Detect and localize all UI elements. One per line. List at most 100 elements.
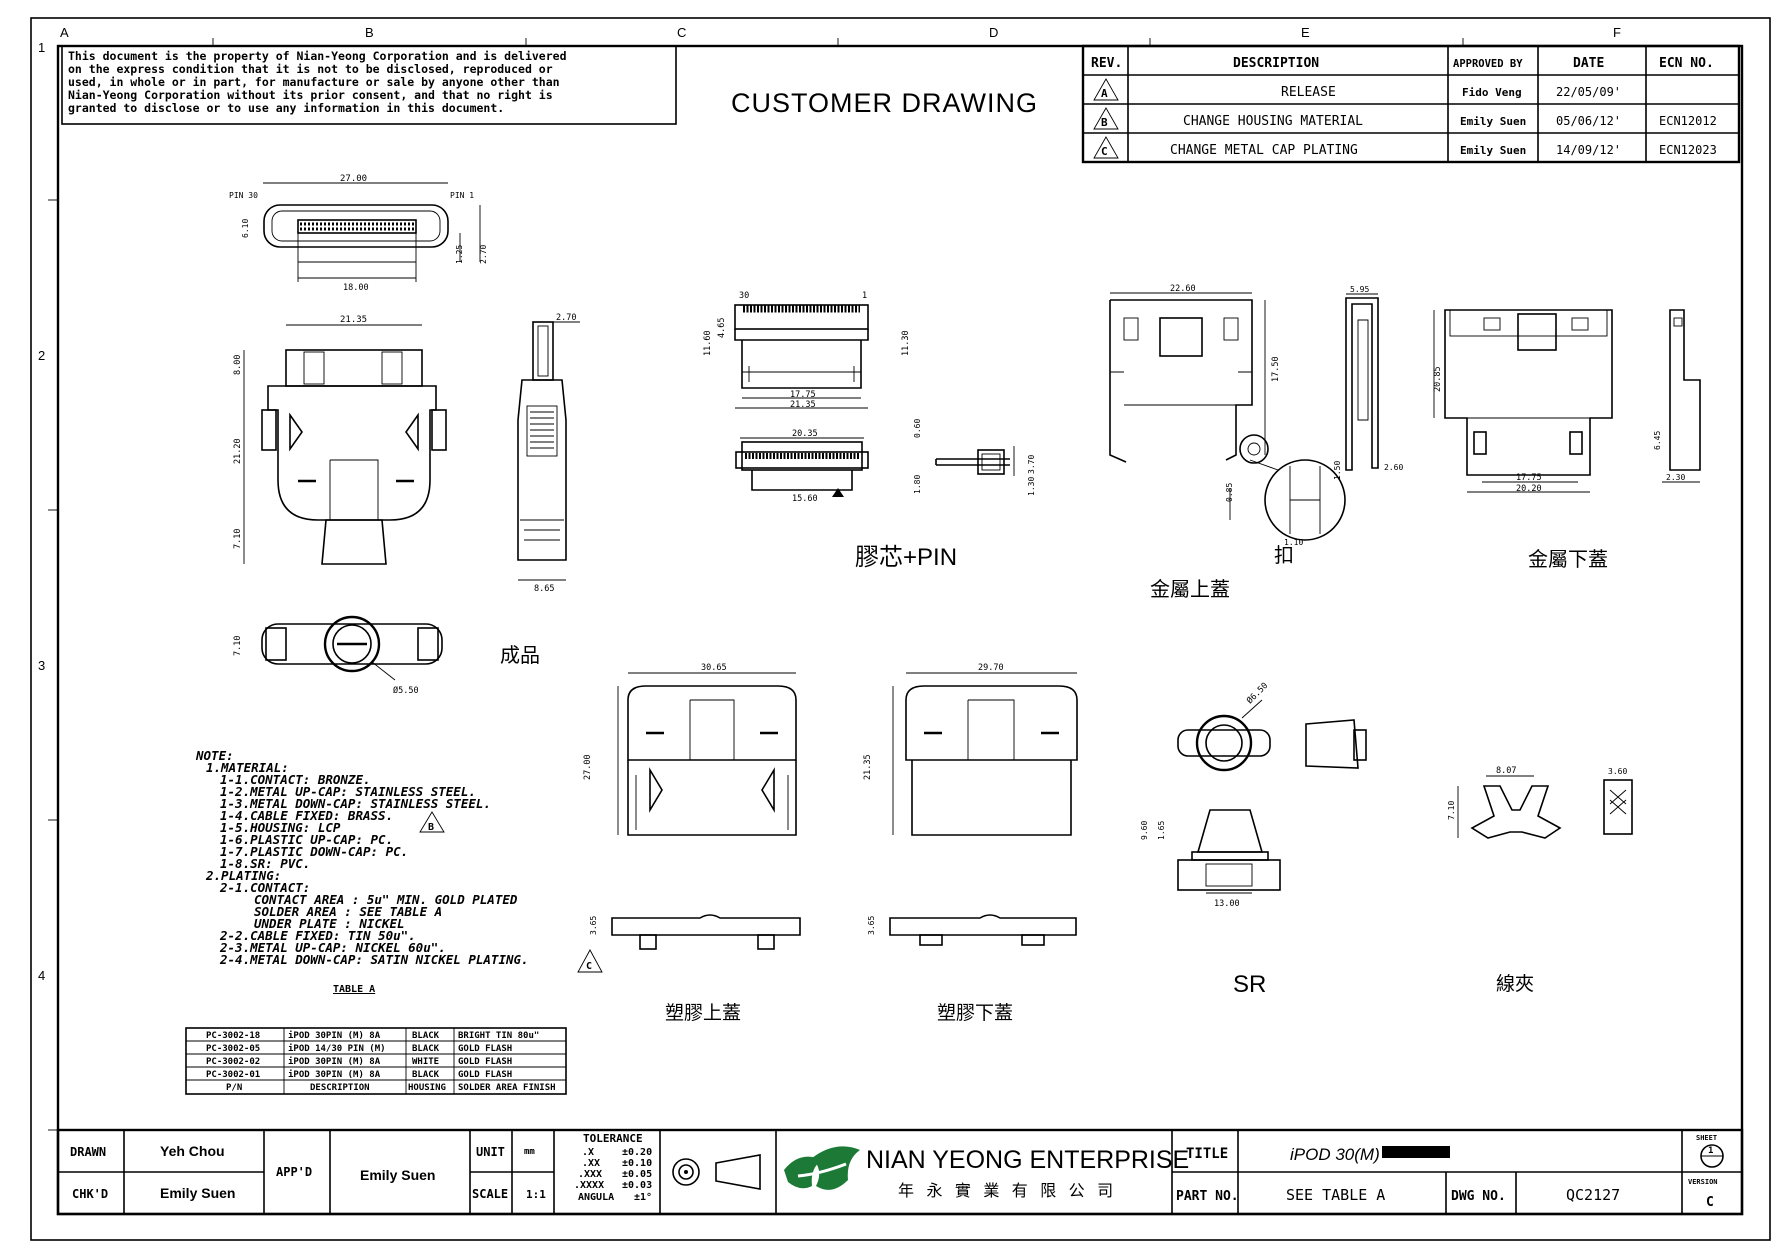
label-cable-fix: 扣 xyxy=(1274,544,1294,567)
svg-text:1.10: 1.10 xyxy=(1284,538,1303,547)
svg-text:ANGULA: ANGULA xyxy=(578,1192,614,1203)
svg-text:3.65: 3.65 xyxy=(589,916,598,935)
table-a: TABLE A PC-3002-18 iPOD 30PIN (M) 8A BLA… xyxy=(185,984,567,1095)
svg-text:3.70: 3.70 xyxy=(1027,455,1036,474)
strain-relief-view: Ø6.50 13.00 9.60 1.65 SR xyxy=(1140,680,1367,998)
svg-text:17.75: 17.75 xyxy=(790,390,816,400)
zone-letter: E xyxy=(1301,25,1310,40)
svg-text:2.70: 2.70 xyxy=(556,313,576,323)
svg-text:SOLDER AREA FINISH: SOLDER AREA FINISH xyxy=(458,1083,556,1093)
material-notes: NOTE: 1.MATERIAL: 1-1.CONTACT: BRONZE. 1… xyxy=(195,748,603,973)
notice-line: Nian-Yeong Corporation without its prior… xyxy=(68,88,553,102)
svg-text:1-6.PLASTIC UP-CAP: PC.: 1-6.PLASTIC UP-CAP: PC. xyxy=(220,832,393,847)
svg-text:BRIGHT TIN 80u": BRIGHT TIN 80u" xyxy=(458,1031,539,1041)
svg-text:15.60: 15.60 xyxy=(792,494,818,504)
rev-description: CHANGE METAL CAP PLATING xyxy=(1170,143,1358,158)
outer-border xyxy=(30,17,1771,1241)
zone-number: 2 xyxy=(38,348,45,363)
svg-text:PC-3002-01: PC-3002-01 xyxy=(206,1070,260,1080)
svg-text:5.95: 5.95 xyxy=(1350,285,1369,294)
svg-text:±0.03: ±0.03 xyxy=(622,1180,652,1191)
svg-text:2-3.METAL UP-CAP: NICKEL 60u".: 2-3.METAL UP-CAP: NICKEL 60u". xyxy=(219,940,446,955)
svg-text:21.35: 21.35 xyxy=(790,400,816,410)
rev-triangle-icon xyxy=(1093,136,1119,159)
svg-text:1-1.CONTACT: BRONZE.: 1-1.CONTACT: BRONZE. xyxy=(220,772,371,787)
svg-text:30: 30 xyxy=(739,291,749,301)
zone-letter: D xyxy=(989,25,998,40)
svg-text:1: 1 xyxy=(862,291,867,301)
svg-text:7.10: 7.10 xyxy=(233,529,243,549)
connector-front-view: 21.35 8.00 21.20 7.10 xyxy=(233,315,447,565)
svg-text:1:1: 1:1 xyxy=(526,1188,546,1201)
company-name: NIAN YEONG ENTERPRISE xyxy=(866,1146,1189,1174)
svg-text:BLACK: BLACK xyxy=(412,1031,440,1041)
svg-text:Emily Suen: Emily Suen xyxy=(360,1167,435,1183)
svg-text:6.10: 6.10 xyxy=(241,219,250,238)
svg-text:WHITE: WHITE xyxy=(412,1057,439,1067)
svg-text:8.07: 8.07 xyxy=(1496,766,1516,776)
zone-number: 4 xyxy=(38,968,45,983)
notice-line: on the express condition that it is not … xyxy=(68,62,553,76)
svg-text:iPOD 30PIN (M) 8A: iPOD 30PIN (M) 8A xyxy=(288,1056,381,1067)
svg-text:1: 1 xyxy=(1708,1146,1713,1156)
svg-text:20.35: 20.35 xyxy=(792,429,818,439)
svg-text:21.20: 21.20 xyxy=(233,438,243,464)
svg-text:30.65: 30.65 xyxy=(701,663,727,673)
svg-text:PC-3002-02: PC-3002-02 xyxy=(206,1057,260,1067)
svg-text:8.00: 8.00 xyxy=(233,355,243,375)
title-block: DRAWN Yeh Chou CHK'D Emily Suen APP'D Em… xyxy=(56,1128,1744,1216)
svg-text:2-2.CABLE FIXED: TIN 50u".: 2-2.CABLE FIXED: TIN 50u". xyxy=(219,928,416,943)
zone-number: 1 xyxy=(38,40,45,55)
svg-text:iPOD 14/30 PIN (M): iPOD 14/30 PIN (M) xyxy=(288,1043,386,1054)
svg-text:2-1.CONTACT:: 2-1.CONTACT: xyxy=(219,880,310,895)
svg-text:.XXXX: .XXXX xyxy=(574,1180,604,1191)
notice-line: This document is the property of Nian-Ye… xyxy=(68,49,567,63)
svg-text:C: C xyxy=(586,961,592,972)
svg-text:1-4.CABLE FIXED: BRASS.: 1-4.CABLE FIXED: BRASS. xyxy=(220,808,393,823)
rev-triangle-icon xyxy=(1093,107,1119,130)
svg-text:DESCRIPTION: DESCRIPTION xyxy=(310,1083,370,1093)
connector-side-view: 2.70 8.65 xyxy=(517,313,580,594)
zone-number: 3 xyxy=(38,658,45,673)
svg-text:HOUSING: HOUSING xyxy=(408,1083,446,1093)
svg-text:UNDER PLATE : NICKEL: UNDER PLATE : NICKEL xyxy=(254,916,405,931)
svg-text:GOLD FLASH: GOLD FLASH xyxy=(458,1070,512,1080)
rev-ecn: ECN12012 xyxy=(1659,114,1717,128)
svg-text:CONTACT AREA : 5u" MIN. GOLD P: CONTACT AREA : 5u" MIN. GOLD PLATED xyxy=(254,892,518,907)
svg-text:iPOD 30PIN (M) 8A: iPOD 30PIN (M) 8A xyxy=(288,1030,381,1041)
svg-text:QC2127: QC2127 xyxy=(1566,1186,1620,1204)
svg-text:0.60: 0.60 xyxy=(913,419,922,438)
revision-table: REV. DESCRIPTION APPROVED BY DATE ECN NO… xyxy=(1081,44,1741,164)
svg-text:UNIT: UNIT xyxy=(476,1145,505,1159)
label-finished: 成品 xyxy=(500,644,540,667)
confidential-notice-box xyxy=(61,45,677,125)
svg-text:±0.10: ±0.10 xyxy=(622,1158,652,1169)
svg-text:20.20: 20.20 xyxy=(1516,484,1542,494)
svg-text:SEE TABLE A: SEE TABLE A xyxy=(1286,1186,1385,1204)
svg-text:22.60: 22.60 xyxy=(1170,284,1196,294)
metal-up-cap-view: 22.60 17.50 0.85 1.50 1.10 扣 金屬上蓋 5.95 2… xyxy=(1109,284,1403,601)
svg-text:1-8.SR: PVC.: 1-8.SR: PVC. xyxy=(220,856,310,871)
rev-triangle-icon xyxy=(577,949,603,973)
label-plastic-down-cap: 塑膠下蓋 xyxy=(937,1002,1013,1024)
notice-line: granted to disclose or to use any inform… xyxy=(68,101,504,115)
svg-text:29.70: 29.70 xyxy=(978,663,1004,673)
metal-down-cap-view: 20.85 17.75 20.20 金屬下蓋 6.45 2.30 xyxy=(1433,309,1701,571)
svg-text:11.60: 11.60 xyxy=(703,330,713,356)
svg-text:27.00: 27.00 xyxy=(583,754,593,780)
svg-text:1.65: 1.65 xyxy=(1157,821,1166,840)
insert-pin-view: 30 1 17.75 21.35 11.60 4.65 11.30 20.35 … xyxy=(703,291,1036,571)
plastic-up-cap-view: 30.65 27.00 3.65 塑膠上蓋 xyxy=(583,663,801,1024)
svg-text:3.65: 3.65 xyxy=(867,916,876,935)
rev-header: DATE xyxy=(1573,56,1604,71)
svg-text:PC-3002-05: PC-3002-05 xyxy=(206,1044,260,1054)
rev-description: CHANGE HOUSING MATERIAL xyxy=(1183,114,1363,129)
rev-approved: Emily Suen xyxy=(1460,115,1526,128)
svg-text:PIN 30: PIN 30 xyxy=(229,191,258,200)
svg-text:BLACK: BLACK xyxy=(412,1070,440,1080)
svg-text:21.35: 21.35 xyxy=(340,315,367,325)
title-suffix-redacted xyxy=(1382,1146,1450,1158)
svg-text:±1°: ±1° xyxy=(634,1192,652,1203)
rev-date: 22/05/09' xyxy=(1556,85,1621,99)
svg-text:1-7.PLASTIC DOWN-CAP: PC.: 1-7.PLASTIC DOWN-CAP: PC. xyxy=(220,844,408,859)
